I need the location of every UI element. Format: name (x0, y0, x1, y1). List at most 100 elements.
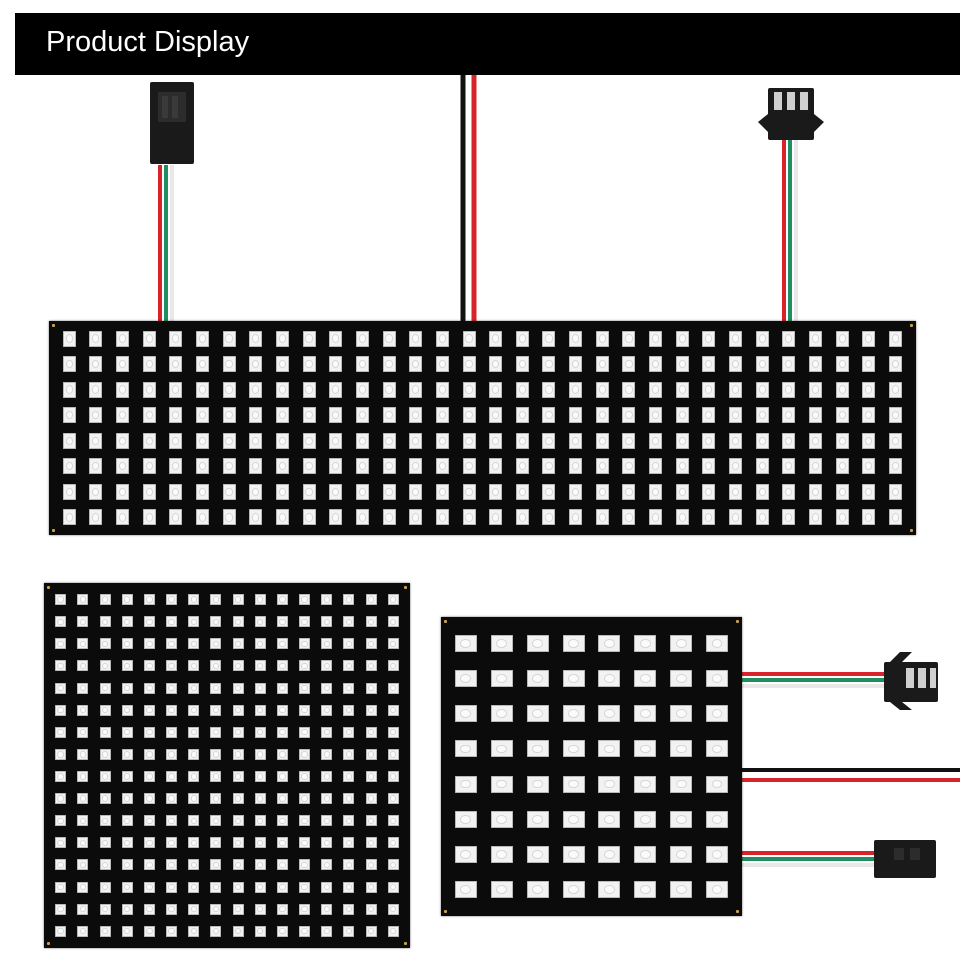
led-pixel (195, 432, 209, 449)
led-pixel (598, 635, 621, 653)
led-pixel (862, 483, 876, 500)
led-pixel (387, 837, 399, 849)
led-pixel (675, 407, 689, 424)
led-pixel (462, 381, 476, 398)
led-pixel (142, 356, 156, 373)
led-pixel (166, 748, 178, 760)
led-pixel (365, 815, 377, 827)
led-pixel (542, 432, 556, 449)
led-pixel (569, 330, 583, 347)
led-pixel (515, 381, 529, 398)
led-pixel (275, 330, 289, 347)
led-pixel (232, 837, 244, 849)
led-pixel (254, 859, 266, 871)
led-pixel (254, 660, 266, 672)
led-pixel (862, 330, 876, 347)
led-pixel (55, 793, 67, 805)
led-pixel (210, 903, 222, 915)
led-pixel (188, 859, 200, 871)
solder-pad (404, 942, 407, 945)
led-pixel (365, 704, 377, 716)
led-pixel (782, 458, 796, 475)
led-pixel (302, 458, 316, 475)
left-signal-wires (158, 165, 174, 323)
led-pixel (835, 381, 849, 398)
led-pixel (382, 407, 396, 424)
led-pixel (169, 458, 183, 475)
led-pixel (542, 483, 556, 500)
led-pixel (729, 483, 743, 500)
led-pixel (321, 859, 333, 871)
led-pixel (121, 770, 133, 782)
led-pixel (254, 682, 266, 694)
led-pixel (862, 432, 876, 449)
led-pixel (62, 407, 76, 424)
led-pixel (210, 594, 222, 606)
led-pixel (365, 660, 377, 672)
led-pixel (121, 748, 133, 760)
led-pixel (254, 903, 266, 915)
led-pixel (188, 770, 200, 782)
led-pixel (365, 925, 377, 937)
led-pixel (55, 704, 67, 716)
led-pixel (729, 356, 743, 373)
led-pixel (649, 330, 663, 347)
led-pixel (166, 594, 178, 606)
led-pixel (365, 903, 377, 915)
led-pixel (143, 616, 155, 628)
led-pixel (254, 726, 266, 738)
led-pixel (702, 483, 716, 500)
led-pixel (675, 483, 689, 500)
led-pixel (188, 903, 200, 915)
led-pixel (809, 458, 823, 475)
led-pixel (99, 660, 111, 672)
led-pixel (755, 483, 769, 500)
led-pixel (670, 705, 693, 723)
led-pixel (55, 616, 67, 628)
led-pixel (62, 381, 76, 398)
led-pixel (562, 670, 585, 688)
led-pixel (343, 837, 355, 849)
led-pixel (55, 638, 67, 650)
led-pixel (222, 356, 236, 373)
led-pixel (166, 660, 178, 672)
led-pixel (169, 407, 183, 424)
led-pixel (365, 770, 377, 782)
led-pixel (143, 925, 155, 937)
right-signal-wires (782, 140, 798, 323)
led-pixel (782, 483, 796, 500)
led-pixel (121, 594, 133, 606)
led-pixel (889, 381, 902, 398)
led-pixel (329, 381, 343, 398)
led-pixel (782, 509, 796, 526)
led-pixel (435, 330, 449, 347)
led-pixel (232, 793, 244, 805)
led-pixel (276, 616, 288, 628)
led-pixel (99, 815, 111, 827)
led-pixel (387, 638, 399, 650)
led-pixel (365, 837, 377, 849)
led-pixel (649, 381, 663, 398)
led-pixel (675, 381, 689, 398)
led-pixel (343, 793, 355, 805)
led-pixel (365, 682, 377, 694)
led-pixel (706, 845, 728, 863)
led-pixel (77, 793, 89, 805)
led-pixel (755, 458, 769, 475)
led-pixel (343, 704, 355, 716)
led-pixel (89, 381, 103, 398)
led-pixel (254, 837, 266, 849)
led-pixel (77, 616, 89, 628)
led-pixel (99, 925, 111, 937)
led-pixel (598, 670, 621, 688)
led-pixel (569, 407, 583, 424)
led-pixel (343, 748, 355, 760)
led-pixel (489, 509, 503, 526)
led-pixel (595, 432, 609, 449)
led-pixel (89, 509, 103, 526)
led-pixel (249, 356, 263, 373)
led-pixel (454, 810, 477, 828)
led-pixel (562, 880, 585, 898)
led-pixel (454, 880, 477, 898)
led-pixel (77, 881, 89, 893)
